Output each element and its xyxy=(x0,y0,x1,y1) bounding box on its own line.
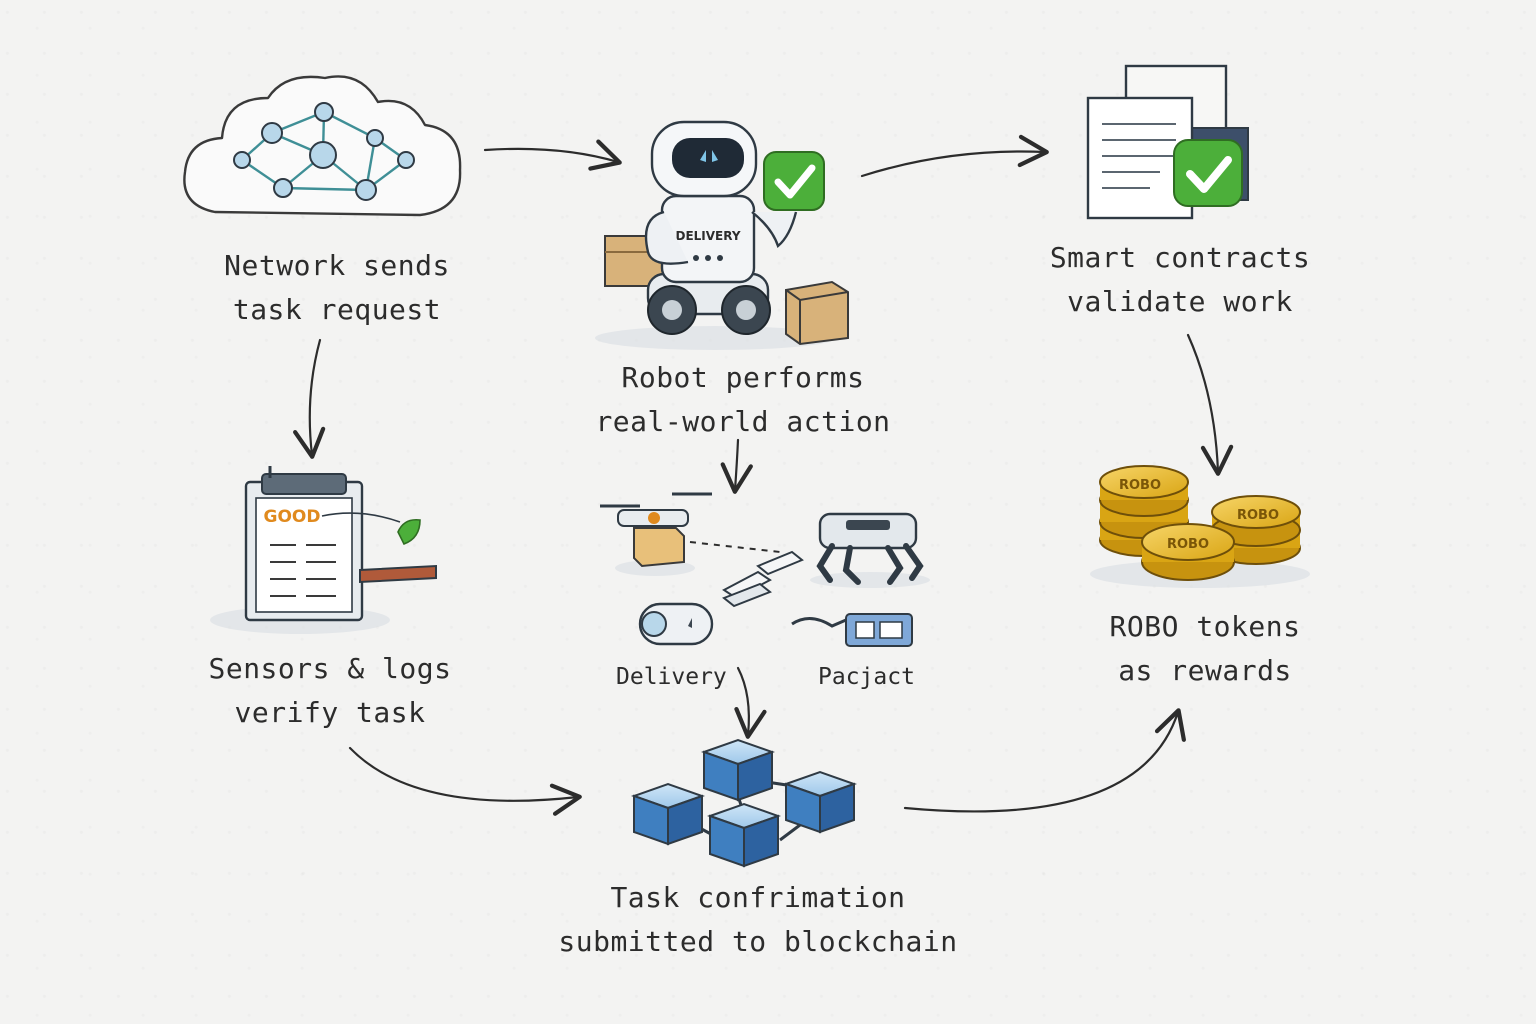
action-label-other: Pacjact xyxy=(818,664,915,690)
pod-robot-icon xyxy=(638,602,714,646)
arrow-sensors-to-blockchain xyxy=(348,746,582,816)
clipboard-icon: GOOD xyxy=(210,466,437,634)
step-blockchain-line2: submitted to blockchain xyxy=(558,925,958,958)
step-tokens-caption: ROBO tokens as rewards xyxy=(1070,605,1340,693)
clipboard-word: GOOD xyxy=(264,507,321,527)
arrow-blockchain-to-tokens xyxy=(903,708,1186,813)
step-sensors-caption: Sensors & logs verify task xyxy=(185,647,475,735)
arrow-robot-to-action xyxy=(720,438,753,494)
step-robot-caption: Robot performs real-world action xyxy=(583,356,903,444)
blockchain-cubes-icon xyxy=(630,738,858,868)
step-contracts-caption: Smart contracts validate work xyxy=(1030,236,1330,324)
step-network-caption: Network sends task request xyxy=(192,244,482,332)
arrow-contracts-to-tokens xyxy=(1186,333,1234,476)
delivery-robot-icon: DELIVERY xyxy=(595,120,849,350)
step-blockchain-caption: Task confrimation submitted to blockchai… xyxy=(548,876,968,964)
step-network-line2: task request xyxy=(232,293,442,326)
arrow-network-to-sensors xyxy=(293,338,326,459)
coin-label-left: ROBO xyxy=(1119,478,1161,493)
robo-coins-icon: ROBO ROBO ROBO xyxy=(1090,465,1310,588)
robot-dog-icon xyxy=(810,512,930,588)
step-contracts-line1: Smart contracts xyxy=(1049,241,1311,274)
step-robot-line1: Robot performs xyxy=(621,361,865,394)
arrow-action-to-blockchain xyxy=(734,666,767,739)
step-sensors-line2: verify task xyxy=(234,696,426,729)
step-network-line1: Network sends xyxy=(224,249,450,282)
contract-documents-icon xyxy=(1086,64,1249,220)
step-tokens-line1: ROBO tokens xyxy=(1109,610,1301,643)
step-tokens-line2: as rewards xyxy=(1118,654,1292,687)
robot-badge-text: DELIVERY xyxy=(675,229,740,243)
block-cube xyxy=(700,738,776,802)
step-sensors-line1: Sensors & logs xyxy=(208,652,452,685)
cloud-network-icon xyxy=(183,75,462,217)
step-robot-line2: real-world action xyxy=(595,405,891,438)
cardboard-box-icon xyxy=(785,280,849,346)
block-cube xyxy=(630,782,706,846)
action-label-delivery: Delivery xyxy=(616,664,727,690)
block-cube xyxy=(706,802,782,868)
step-blockchain-line1: Task confrimation xyxy=(610,881,906,914)
robot-arm-device-icon xyxy=(791,613,913,647)
step-contracts-line2: validate work xyxy=(1067,285,1293,318)
arrow-robot-to-contracts xyxy=(860,134,1049,178)
real-world-action-scene xyxy=(600,492,930,647)
coin-label-right: ROBO xyxy=(1237,508,1279,523)
flow-arrows xyxy=(293,134,1234,816)
arrow-network-to-robot xyxy=(483,139,622,171)
coin-label-front: ROBO xyxy=(1167,537,1209,552)
drone-icon xyxy=(600,492,712,576)
delivery-packets-icon xyxy=(722,550,804,608)
block-cube xyxy=(782,770,858,834)
